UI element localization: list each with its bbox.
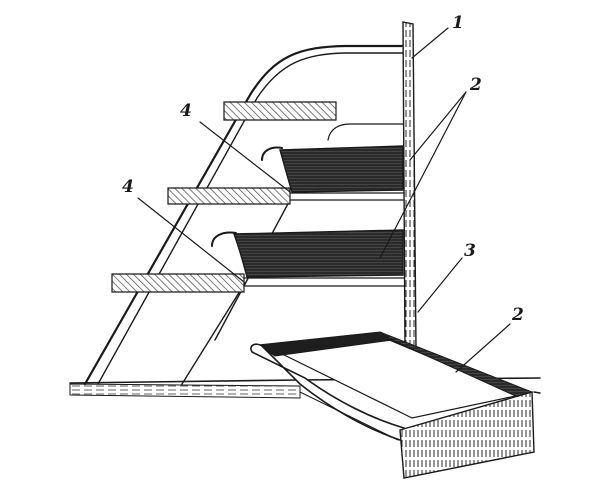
leader-shelf-upper bbox=[199, 121, 291, 193]
leader-post bbox=[417, 257, 463, 313]
callout-shelf-upper: 4 bbox=[180, 101, 192, 121]
callout-post: 3 bbox=[464, 241, 476, 261]
callout-trays: 2 bbox=[469, 75, 482, 95]
leader-shelf-lower bbox=[137, 197, 245, 283]
top-shelf-slat bbox=[223, 101, 337, 121]
callout-cabinet: 1 bbox=[452, 13, 464, 33]
vertical-post bbox=[402, 21, 417, 349]
leader-tray-lower bbox=[379, 91, 467, 259]
callout-loose-tray: 2 bbox=[511, 305, 524, 325]
leader-loose-tray bbox=[455, 323, 511, 373]
leader-tray-upper bbox=[409, 91, 467, 161]
lower-shelf-slat bbox=[111, 273, 405, 293]
loose-tray bbox=[250, 331, 541, 479]
upper-tray bbox=[261, 123, 404, 193]
leader-lines bbox=[137, 27, 511, 373]
lower-tray bbox=[211, 229, 404, 278]
leader-cabinet bbox=[411, 27, 449, 59]
middle-shelf-slat bbox=[167, 187, 405, 205]
cabinet-frame bbox=[83, 44, 404, 386]
callout-shelf-lower: 4 bbox=[122, 177, 134, 197]
